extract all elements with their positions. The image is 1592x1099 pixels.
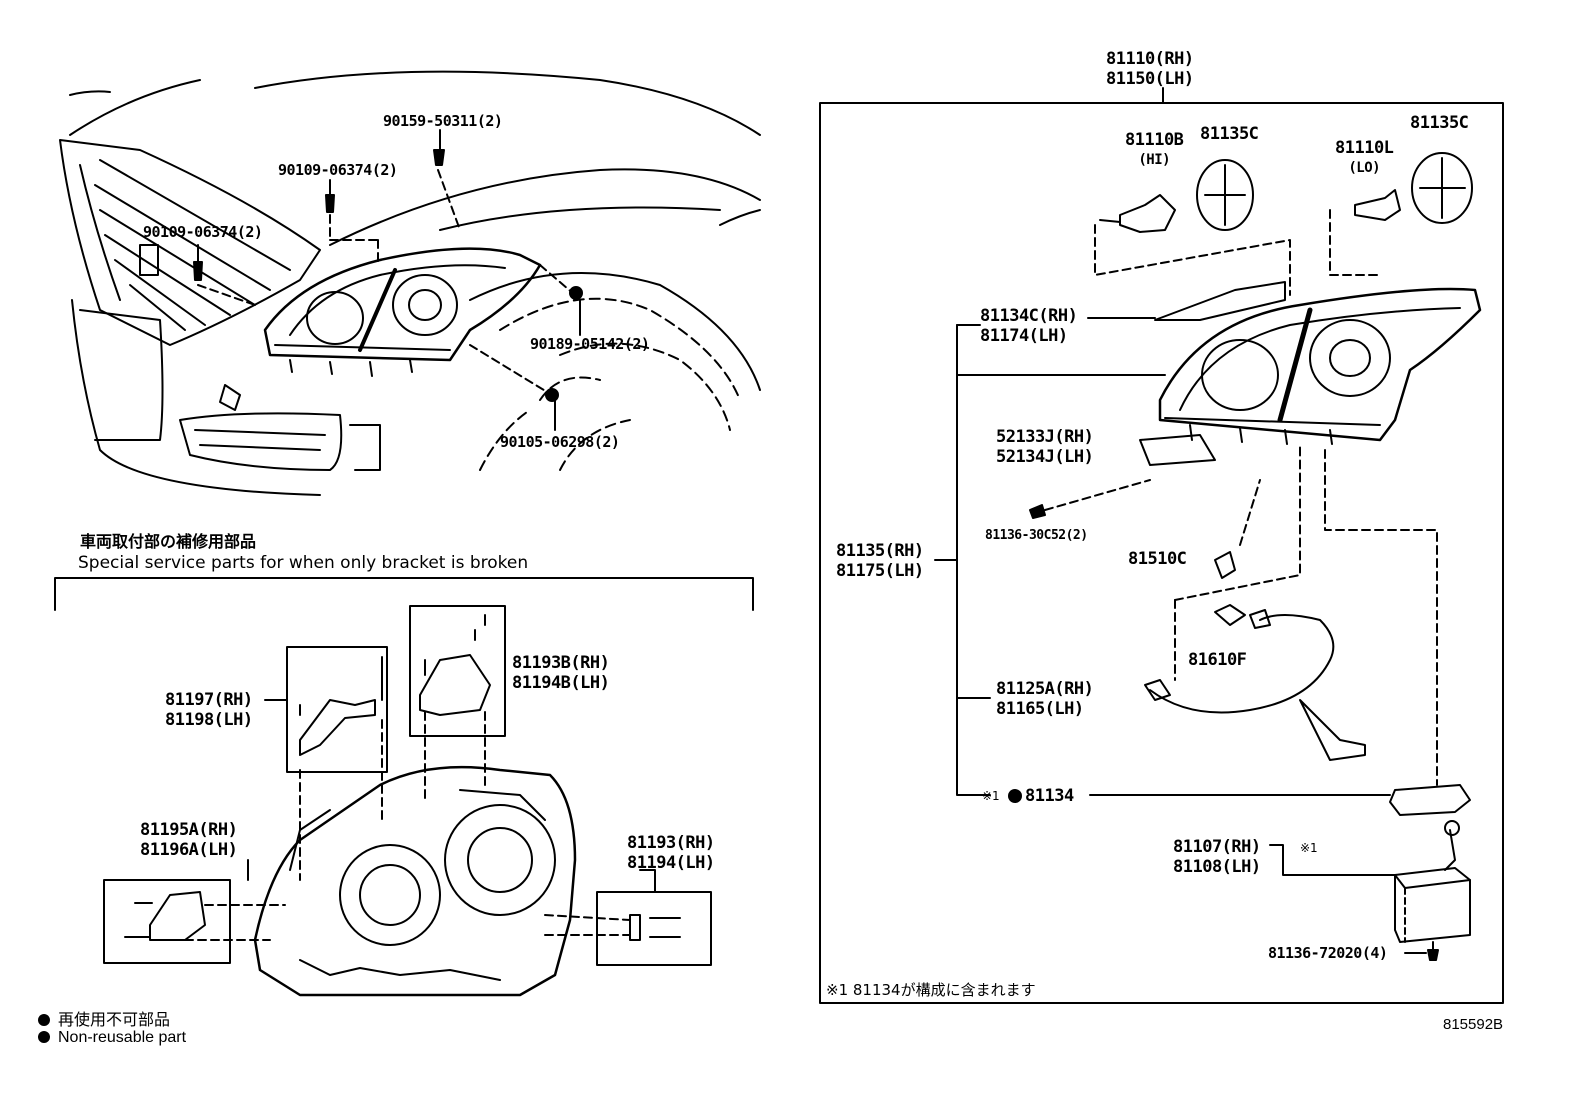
- label-81125A: 81125A(RH) 81165(LH): [996, 679, 1094, 719]
- label-90189-05142: 90189-05142(2): [530, 335, 650, 353]
- legend-jp: 再使用不可部品: [38, 1006, 170, 1030]
- fastener-icons: [193, 149, 583, 402]
- label-52133J: 52133J(RH) 52134J(LH): [996, 427, 1094, 467]
- label-81136-72020: 81136-72020(4): [1268, 944, 1388, 962]
- footnote-mark-81107: ※1: [1300, 841, 1318, 855]
- label-81136-30C52: 81136-30C52(2): [985, 528, 1088, 543]
- label-81107: 81107(RH) 81108(LH): [1173, 837, 1261, 877]
- non-reusable-dot-icon: [1008, 789, 1022, 803]
- label-81135C-lo: 81135C: [1410, 113, 1469, 133]
- legend-dot-icon: [38, 1014, 50, 1026]
- label-90159-50311: 90159-50311(2): [383, 112, 503, 130]
- assembly-footnote: ※1 81134が構成に含まれます: [826, 981, 1036, 999]
- service-title-en: Special service parts for when only brac…: [78, 553, 529, 573]
- label-81197: 81197(RH) 81198(LH): [165, 690, 253, 730]
- assembly-parts-drawing: [1029, 152, 1482, 961]
- figure-id: 815592B: [1443, 1016, 1504, 1033]
- label-81193B: 81193B(RH) 81194B(LH): [512, 653, 610, 693]
- label-81610F: 81610F: [1188, 650, 1247, 670]
- label-81510C: 81510C: [1128, 549, 1187, 569]
- label-81134: 81134: [1025, 786, 1074, 806]
- label-90109-06374-lower: 90109-06374(2): [143, 223, 263, 241]
- assembly-frame: [819, 87, 1504, 1004]
- service-section-bracket: [54, 577, 754, 611]
- label-90105-06298: 90105-06298(2): [500, 433, 620, 451]
- label-81134C: 81134C(RH) 81174(LH): [980, 306, 1078, 346]
- legend-dot-icon: [38, 1031, 50, 1043]
- label-90109-06374-upper: 90109-06374(2): [278, 161, 398, 179]
- service-title-jp: 車両取付部の補修用部品: [80, 532, 257, 551]
- label-81193: 81193(RH) 81194(LH): [627, 833, 715, 873]
- service-parts-boxes: [103, 605, 712, 997]
- label-81135C-hi: 81135C: [1200, 124, 1259, 144]
- label-81110L: 81110L (LO): [1335, 138, 1394, 176]
- label-81195A: 81195A(RH) 81196A(LH): [140, 820, 238, 860]
- label-81135: 81135(RH) 81175(LH): [836, 541, 924, 581]
- label-81110-header: 81110(RH) 81150(LH): [1106, 49, 1194, 89]
- footnote-mark-81134: ※1: [982, 789, 1000, 803]
- vehicle-front-illustration: [59, 70, 761, 496]
- label-81110B: 81110B (HI): [1125, 130, 1184, 168]
- legend-en: Non-reusable part: [38, 1029, 186, 1047]
